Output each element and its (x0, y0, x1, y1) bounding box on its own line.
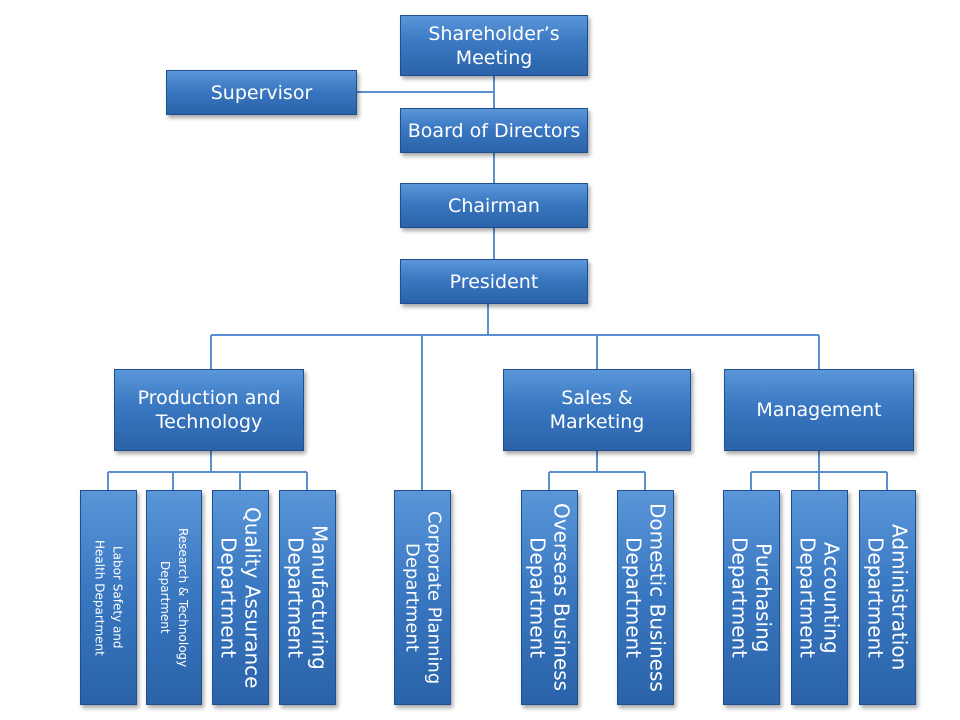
node-shareholders-meeting: Shareholder’s Meeting (400, 15, 588, 76)
node-domestic-business-department: Domestic Business Department (617, 490, 674, 705)
node-overseas-business-department: Overseas Business Department (521, 490, 578, 705)
node-label: Administration Department (863, 524, 912, 671)
node-label: Labor Safety and Health Department (92, 539, 125, 656)
node-label: Quality Assurance Department (216, 506, 265, 689)
node-label: Corporate Planning Department (401, 510, 445, 685)
node-administration-department: Administration Department (859, 490, 916, 705)
node-label: Purchasing Department (727, 536, 776, 659)
node-label: Chairman (448, 194, 540, 217)
node-president: President (400, 259, 588, 304)
node-label: President (449, 270, 539, 293)
node-label: Overseas Business Department (525, 503, 574, 692)
node-supervisor: Supervisor (166, 70, 357, 115)
node-label: Research & Technology Department (158, 527, 190, 668)
node-label: Sales & Marketing (549, 387, 645, 433)
node-label: Supervisor (210, 81, 313, 104)
node-label: Board of Directors (407, 119, 581, 142)
node-chairman: Chairman (400, 183, 588, 228)
node-production-and-technology: Production and Technology (114, 369, 304, 451)
node-label: Accounting Department (795, 536, 844, 659)
node-management: Management (724, 369, 914, 451)
node-research-technology-department: Research & Technology Department (146, 490, 202, 705)
node-label: Production and Technology (137, 387, 281, 433)
node-quality-assurance-department: Quality Assurance Department (212, 490, 269, 705)
node-sales-and-marketing: Sales & Marketing (503, 369, 691, 451)
node-label: Shareholder’s Meeting (428, 22, 560, 69)
node-labor-safety-department: Labor Safety and Health Department (80, 490, 137, 705)
node-label: Management (756, 399, 882, 421)
node-board-of-directors: Board of Directors (400, 108, 588, 153)
node-accounting-department: Accounting Department (791, 490, 848, 705)
node-manufacturing-department: Manufacturing Department (279, 490, 336, 705)
node-purchasing-department: Purchasing Department (723, 490, 780, 705)
node-label: Domestic Business Department (621, 503, 670, 692)
node-label: Manufacturing Department (283, 525, 332, 670)
node-corporate-planning-department: Corporate Planning Department (394, 490, 451, 705)
